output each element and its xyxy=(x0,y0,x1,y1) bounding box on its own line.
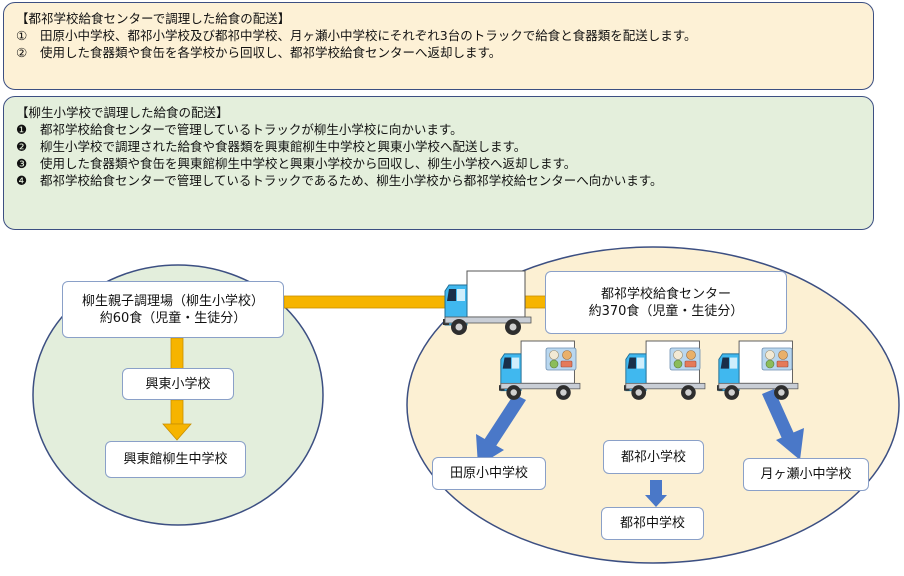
center-name: 都祁学校給食センター xyxy=(600,286,731,302)
tray-1 xyxy=(545,347,577,371)
arrow-kitchen-to-kotou xyxy=(170,337,184,371)
school-tawara: 田原小中学校 xyxy=(432,457,546,490)
arrow-to-tsuge-jh xyxy=(645,480,667,507)
school-tsuge-jh: 都祁中学校 xyxy=(601,507,704,540)
kitchen-meals: 約60食（児童・生徒分） xyxy=(99,310,247,326)
school-kotou-elem: 興東小学校 xyxy=(122,368,234,400)
tray-3 xyxy=(761,347,793,371)
arrow-to-tsukigase xyxy=(762,389,804,460)
arrow-kotou-to-kotoukan xyxy=(162,399,192,441)
school-kotoukan-jh: 興東館柳生中学校 xyxy=(105,441,246,478)
tray-2 xyxy=(669,347,701,371)
school-tsukigase: 月ヶ瀬小中学校 xyxy=(743,458,869,491)
center-box: 都祁学校給食センター 約370食（児童・生徒分） xyxy=(545,271,787,334)
kitchen-box: 柳生親子調理場（柳生小学校） 約60食（児童・生徒分） xyxy=(62,281,284,338)
note-title: 【柳生小学校で調理した給食の配送】 xyxy=(16,105,229,120)
school-tsuge-elem: 都祁小学校 xyxy=(603,440,704,474)
kitchen-name: 柳生親子調理場（柳生小学校） xyxy=(81,293,264,309)
center-meals: 約370食（児童・生徒分） xyxy=(588,303,744,319)
note-title: 【都祁学校給食センターで調理した給食の配送】 xyxy=(16,11,291,26)
